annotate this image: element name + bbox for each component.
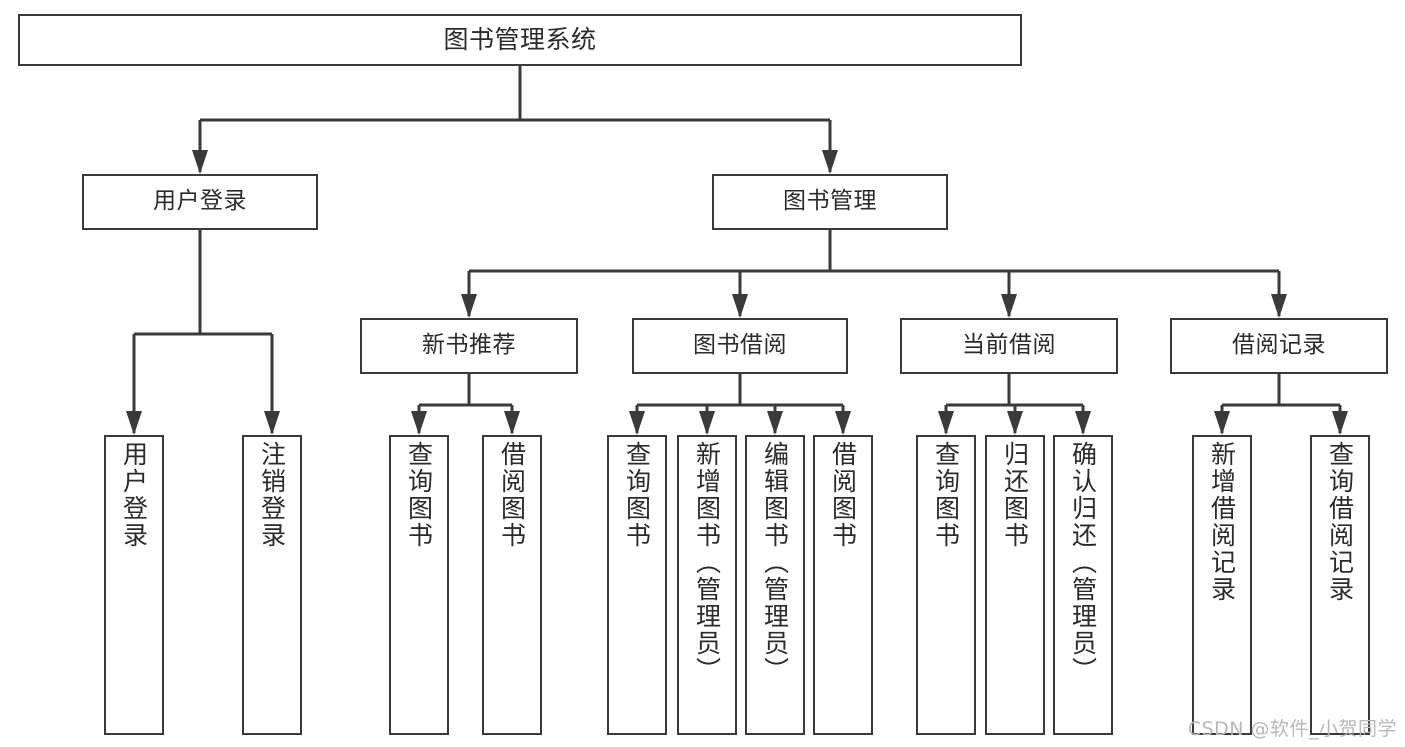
- node-label-leaf-edit-book: 编辑图书（管理员）: [760, 441, 790, 684]
- node-book-borrow[interactable]: 图书借阅: [632, 318, 848, 374]
- node-leaf-add-book[interactable]: 新增图书（管理员）: [677, 435, 737, 735]
- arrow-head-1-2: [1001, 294, 1017, 318]
- arrow-head-2-0: [126, 411, 142, 435]
- node-leaf-return-book[interactable]: 归还图书: [985, 435, 1045, 735]
- arrow-head-6-1: [1332, 411, 1348, 435]
- node-label-root: 图书管理系统: [443, 25, 597, 54]
- arrow-head-5-2: [1075, 411, 1091, 435]
- node-label-borrow-record: 借阅记录: [1232, 332, 1326, 359]
- node-label-leaf-add-record: 新增借阅记录: [1207, 441, 1237, 603]
- arrow-head-4-1: [699, 411, 715, 435]
- node-leaf-query-record[interactable]: 查询借阅记录: [1310, 435, 1370, 735]
- node-label-leaf-user-login: 用户登录: [119, 441, 149, 549]
- node-label-leaf-return-book: 归还图书: [1000, 441, 1030, 549]
- node-leaf-user-logout[interactable]: 注销登录: [242, 435, 302, 735]
- arrow-head-3-1: [504, 411, 520, 435]
- node-label-new-book-recommend: 新书推荐: [422, 332, 516, 359]
- node-label-leaf-query-book: 查询图书: [622, 441, 652, 549]
- node-label-leaf-borrow-book: 借阅图书: [828, 441, 858, 549]
- node-leaf-query-book-current[interactable]: 查询图书: [916, 435, 976, 735]
- node-label-book-borrow: 图书借阅: [693, 332, 787, 359]
- node-leaf-confirm-return[interactable]: 确认归还（管理员）: [1053, 435, 1113, 735]
- node-label-leaf-query-record: 查询借阅记录: [1325, 441, 1355, 603]
- node-leaf-edit-book[interactable]: 编辑图书（管理员）: [745, 435, 805, 735]
- node-leaf-borrow-book-recommend[interactable]: 借阅图书: [482, 435, 542, 735]
- node-leaf-borrow-book[interactable]: 借阅图书: [813, 435, 873, 735]
- watermark-label: CSDN @软件_小贺同学: [1187, 718, 1397, 740]
- arrow-head-1-1: [732, 294, 748, 318]
- node-leaf-query-book[interactable]: 查询图书: [607, 435, 667, 735]
- node-new-book-recommend[interactable]: 新书推荐: [360, 318, 578, 374]
- node-root[interactable]: 图书管理系统: [18, 14, 1022, 66]
- node-book-manage[interactable]: 图书管理: [712, 174, 948, 230]
- arrow-head-0-0: [192, 150, 208, 174]
- arrow-head-1-0: [461, 294, 477, 318]
- node-label-current-borrow: 当前借阅: [962, 332, 1056, 359]
- arrow-head-5-0: [938, 411, 954, 435]
- arrow-head-1-3: [1271, 294, 1287, 318]
- arrow-head-2-1: [264, 411, 280, 435]
- arrow-head-4-2: [767, 411, 783, 435]
- arrow-head-4-3: [835, 411, 851, 435]
- node-label-leaf-user-logout: 注销登录: [257, 441, 287, 549]
- node-user-login[interactable]: 用户登录: [82, 174, 318, 230]
- node-label-user-login: 用户登录: [153, 188, 247, 215]
- node-label-leaf-query-book-recommend: 查询图书: [404, 441, 434, 549]
- node-label-leaf-borrow-book-recommend: 借阅图书: [497, 441, 527, 549]
- arrow-head-3-0: [411, 411, 427, 435]
- node-label-leaf-confirm-return: 确认归还（管理员）: [1068, 441, 1098, 684]
- arrow-head-0-1: [822, 150, 838, 174]
- node-leaf-user-login[interactable]: 用户登录: [104, 435, 164, 735]
- arrow-head-6-0: [1214, 411, 1230, 435]
- node-leaf-query-book-recommend[interactable]: 查询图书: [389, 435, 449, 735]
- arrow-head-5-1: [1007, 411, 1023, 435]
- node-borrow-record[interactable]: 借阅记录: [1170, 318, 1388, 374]
- node-label-book-manage: 图书管理: [783, 188, 877, 215]
- node-current-borrow[interactable]: 当前借阅: [900, 318, 1118, 374]
- node-label-leaf-add-book: 新增图书（管理员）: [692, 441, 722, 684]
- node-leaf-add-record[interactable]: 新增借阅记录: [1192, 435, 1252, 735]
- arrow-head-4-0: [629, 411, 645, 435]
- node-label-leaf-query-book-current: 查询图书: [931, 441, 961, 549]
